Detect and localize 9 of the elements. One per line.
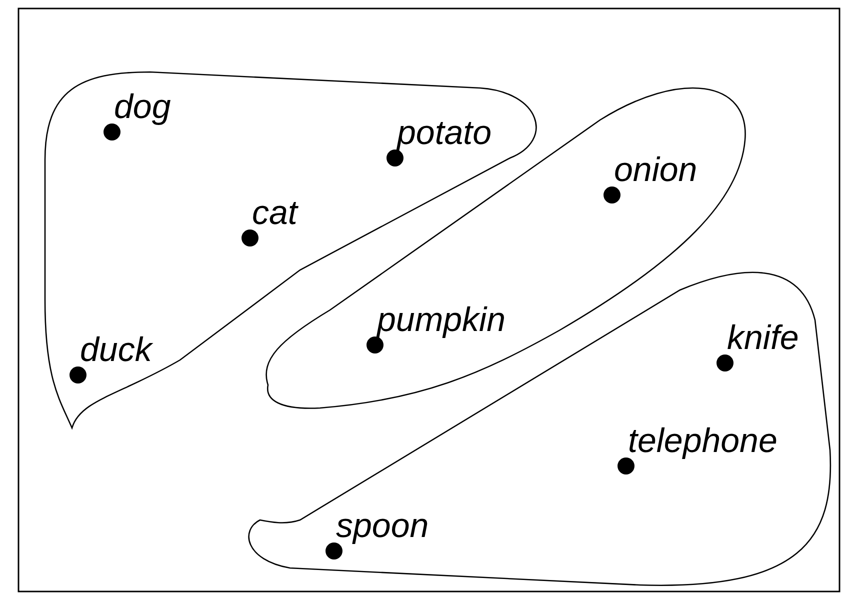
point-label: telephone bbox=[628, 422, 778, 460]
point-label: knife bbox=[727, 319, 799, 357]
point-label: cat bbox=[252, 194, 298, 232]
point-label: duck bbox=[80, 331, 152, 369]
point-label: pumpkin bbox=[377, 301, 506, 339]
point-label: onion bbox=[614, 151, 698, 189]
point-label: spoon bbox=[336, 507, 429, 545]
point-label: dog bbox=[114, 88, 171, 126]
point-label: potato bbox=[397, 114, 492, 152]
